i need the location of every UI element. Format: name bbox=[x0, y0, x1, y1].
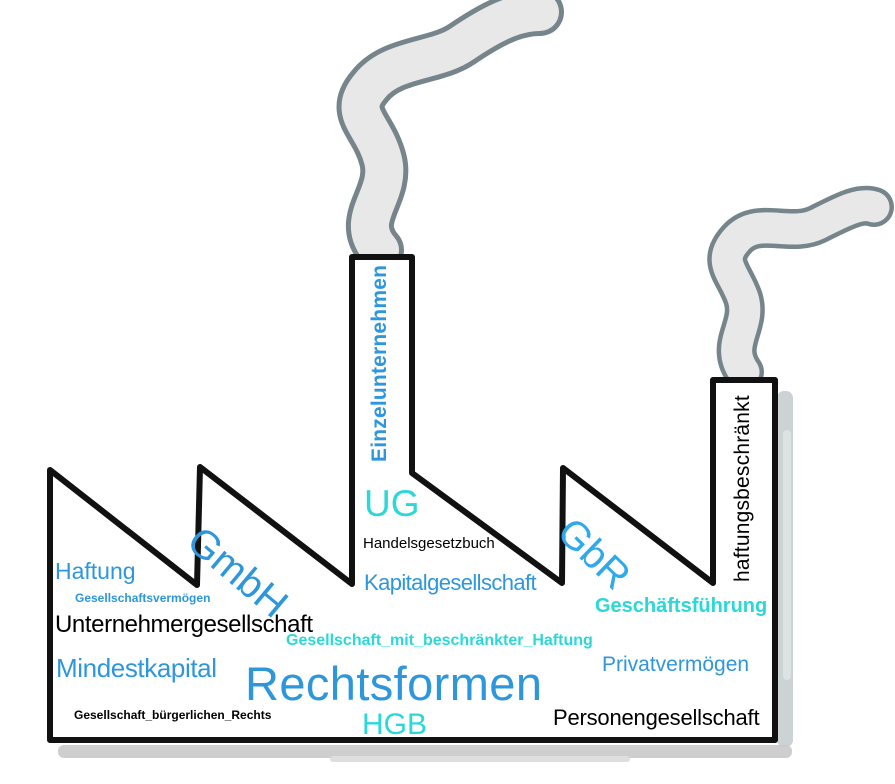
word-gesellschaft-buergerlichen-rechts: Gesellschaft_bürgerlichen_Rechts bbox=[74, 708, 272, 722]
word-rechtsformen: Rechtsformen bbox=[245, 657, 543, 710]
word-hgb: HGB bbox=[362, 708, 428, 741]
left-chimney-smoke-icon bbox=[336, 0, 564, 274]
word-geschaeftsfuehrung: Geschäftsführung bbox=[595, 595, 768, 617]
word-gesellschaft-mit-beschraenkter-haftung: Gesellschaft_mit_beschränkter_Haftung bbox=[286, 632, 593, 649]
factory-outline bbox=[47, 254, 778, 743]
word-einzelunternehmen: Einzelunternehmen bbox=[368, 264, 391, 462]
word-unternehmergesellschaft: Unternehmergesellschaft bbox=[55, 611, 313, 638]
word-haftung: Haftung bbox=[55, 558, 136, 584]
word-personengesellschaft: Personengesellschaft bbox=[553, 705, 760, 730]
word-gesellschaftsvermoegen: Gesellschaftsvermögen bbox=[75, 591, 211, 605]
word-privatvermoegen: Privatvermögen bbox=[602, 653, 750, 676]
word-ug: UG bbox=[364, 483, 420, 524]
word-haftungsbeschraenkt: haftungsbeschränkt bbox=[731, 395, 754, 582]
word-kapitalgesellschaft: Kapitalgesellschaft bbox=[364, 570, 537, 595]
word-handelsgesetzbuch: Handelsgesetzbuch bbox=[363, 535, 495, 552]
shadow-strokes bbox=[58, 391, 793, 762]
word-mindestkapital: Mindestkapital bbox=[56, 653, 217, 683]
right-chimney-smoke-icon bbox=[707, 185, 894, 392]
